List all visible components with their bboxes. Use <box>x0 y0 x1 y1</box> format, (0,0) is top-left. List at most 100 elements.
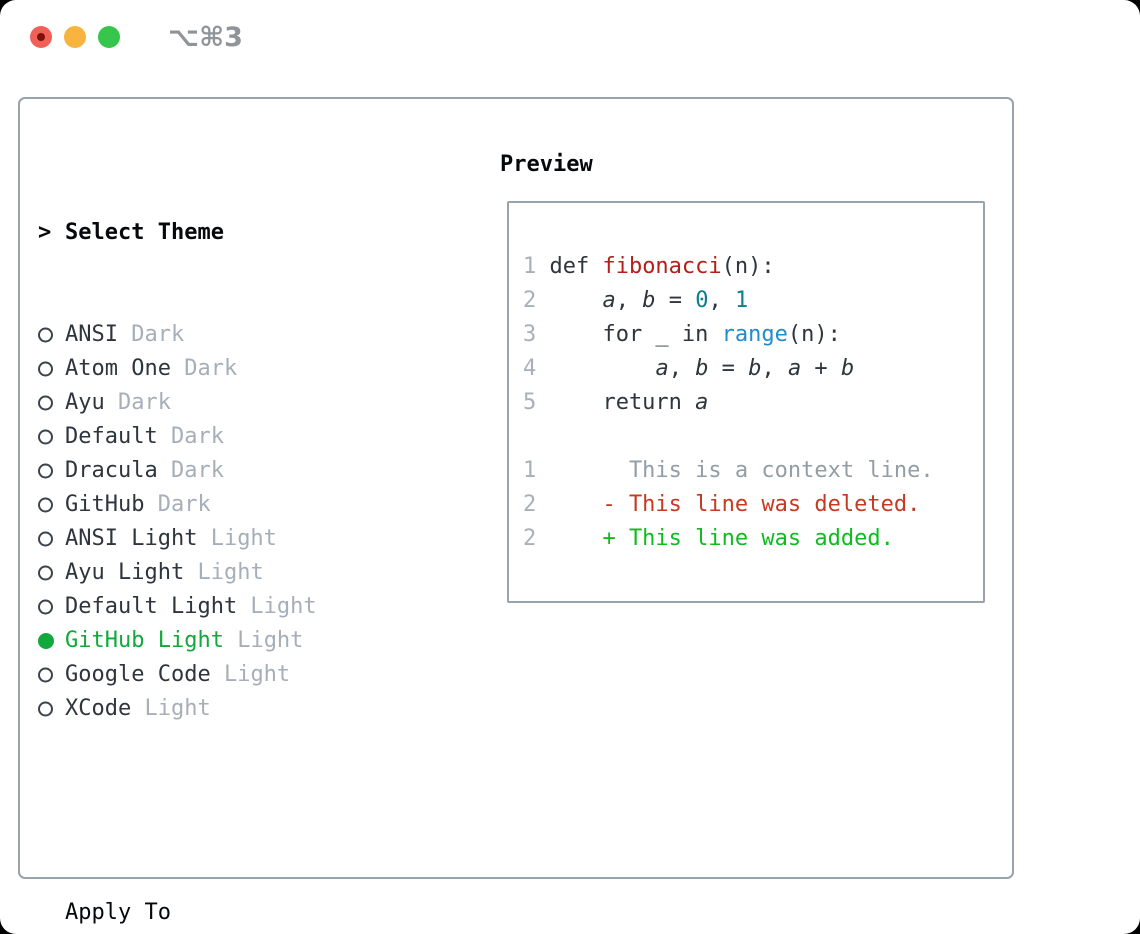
radio-unselected-icon <box>38 318 65 352</box>
option-tag: Dark <box>144 492 211 517</box>
code-line: 2 a, b = 0, 1 <box>523 284 934 318</box>
theme-option-dracula[interactable]: Dracula Dark <box>38 454 409 488</box>
close-button[interactable] <box>30 26 52 48</box>
code-segment: range <box>721 322 788 347</box>
code-line: 5 return a <box>523 386 934 420</box>
code-segment: - This line was deleted. <box>549 492 921 517</box>
code-segment: + This line was added. <box>549 526 894 551</box>
option-tag: Light <box>197 526 277 551</box>
line-number: 5 <box>523 390 537 415</box>
code-segment: (n): <box>721 254 775 279</box>
line-number: 2 <box>523 492 537 517</box>
theme-option-github[interactable]: GitHub Dark <box>38 488 409 522</box>
option-label: ANSI <box>65 322 118 347</box>
radio-unselected-icon <box>38 386 65 420</box>
theme-option-xcode[interactable]: XCode Light <box>38 692 409 726</box>
spacer <box>38 794 409 828</box>
option-label: XCode <box>65 696 132 721</box>
code-segment: This is a context line. <box>549 458 934 483</box>
code-segment: , <box>761 356 788 381</box>
marker-empty <box>38 896 65 930</box>
code-segment: b <box>748 356 762 381</box>
code-line: 4 a, b = b, a + b <box>523 352 934 386</box>
option-tag: Light <box>184 560 264 585</box>
window-title: ⌥⌘3 <box>168 22 243 53</box>
minimize-button[interactable] <box>64 26 86 48</box>
radio-off-ring <box>38 667 53 683</box>
option-label: Dracula <box>65 458 158 483</box>
line-number: 1 <box>523 254 537 279</box>
radio-off-ring <box>38 361 53 377</box>
theme-option-github-light[interactable]: GitHub Light Light <box>38 624 409 658</box>
code-segment: = <box>708 356 749 381</box>
code-segment <box>549 288 602 313</box>
theme-option-atom-one[interactable]: Atom One Dark <box>38 352 409 386</box>
code-segment: (n): <box>787 322 841 347</box>
code-line: 2 - This line was deleted. <box>523 488 934 522</box>
code-segment: b <box>840 356 855 381</box>
apply-to-header-row: Apply To <box>38 896 409 930</box>
option-tag: Dark <box>157 458 224 483</box>
option-label: GitHub <box>65 492 145 517</box>
code-line: 1 This is a context line. <box>523 454 934 488</box>
code-segment: a <box>695 390 709 415</box>
code-segment: a <box>602 288 616 313</box>
radio-off-ring <box>38 429 53 445</box>
radio-off-ring <box>38 531 53 547</box>
option-label: GitHub Light <box>65 628 224 653</box>
radio-selected-icon <box>38 624 65 658</box>
theme-option-default[interactable]: Default Dark <box>38 420 409 454</box>
code-segment: b <box>642 288 656 313</box>
code-segment: return <box>549 390 696 415</box>
option-label: Default Light <box>65 594 238 619</box>
radio-unselected-icon <box>38 590 65 624</box>
zoom-button[interactable] <box>98 26 120 48</box>
code-line: 2 + This line was added. <box>523 522 934 556</box>
prompt-marker: > <box>38 216 65 250</box>
preview-pane <box>507 201 985 603</box>
radio-off-ring <box>38 701 53 717</box>
option-tag: Light <box>237 594 317 619</box>
code-segment: b <box>695 356 709 381</box>
theme-option-ayu[interactable]: Ayu Dark <box>38 386 409 420</box>
option-tag: Dark <box>170 356 238 381</box>
option-tag: Dark <box>157 424 224 449</box>
option-label: Ayu <box>65 390 105 415</box>
option-label: Atom One <box>65 356 171 381</box>
radio-unselected-icon <box>38 556 65 590</box>
radio-off-ring <box>38 565 53 581</box>
radio-off-ring <box>38 599 53 615</box>
code-segment: fibonacci <box>602 254 722 279</box>
option-label: Google Code <box>65 662 211 687</box>
radio-unselected-icon <box>38 488 65 522</box>
prompt-icon: > <box>38 220 52 245</box>
theme-option-google-code[interactable]: Google Code Light <box>38 658 409 692</box>
radio-unselected-icon <box>38 420 65 454</box>
theme-option-default-light[interactable]: Default Light Light <box>38 590 409 624</box>
radio-unselected-icon <box>38 692 65 726</box>
apply-to-title: Apply To <box>65 900 171 925</box>
radio-unselected-icon <box>38 454 65 488</box>
code-segment: + <box>801 356 841 381</box>
option-tag: Light <box>131 696 211 721</box>
code-segment: 1 <box>734 288 749 313</box>
code-line <box>523 420 934 454</box>
radio-unselected-icon <box>38 522 65 556</box>
radio-off-ring <box>38 395 53 411</box>
select-theme-title: Select Theme <box>65 220 224 245</box>
theme-option-ansi[interactable]: ANSI Dark <box>38 318 409 352</box>
option-tag: Light <box>210 662 291 687</box>
radio-unselected-icon <box>38 352 65 386</box>
radio-off-ring <box>38 497 53 513</box>
line-number: 2 <box>523 288 537 313</box>
line-number: 1 <box>523 458 537 483</box>
titlebar: ⌥⌘3 <box>0 0 1140 70</box>
theme-option-ayu-light[interactable]: Ayu Light Light <box>38 556 409 590</box>
option-label: Default <box>65 424 158 449</box>
code-segment: , <box>615 288 643 313</box>
theme-option-ansi-light[interactable]: ANSI Light Light <box>38 522 409 556</box>
